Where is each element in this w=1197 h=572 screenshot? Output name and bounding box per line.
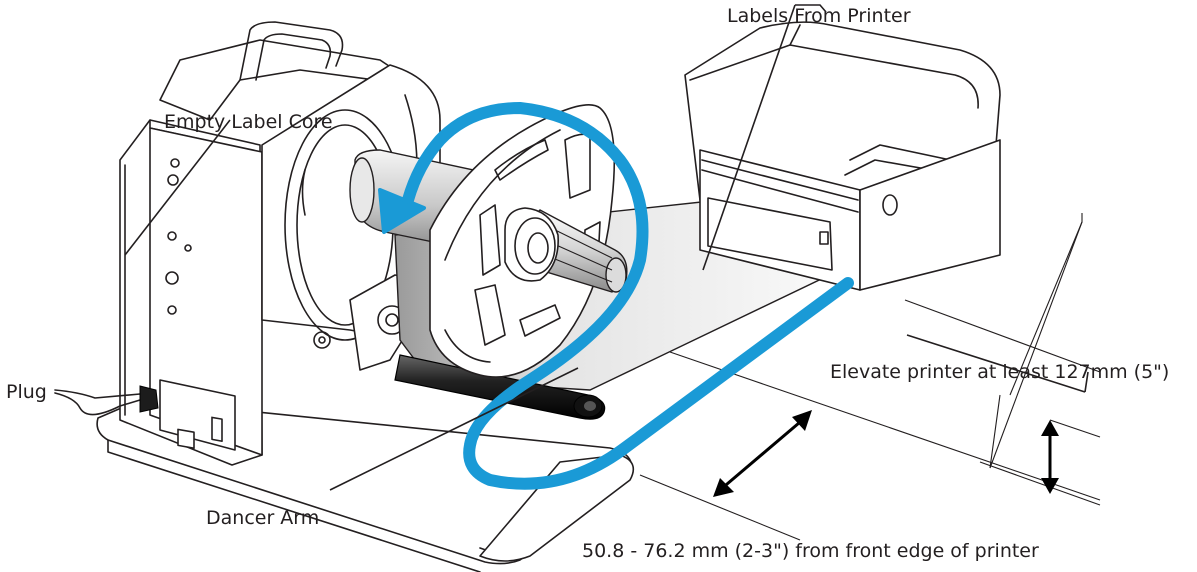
front-distance-arrow <box>713 410 812 497</box>
double-arrow-icon <box>713 478 734 497</box>
labels-from-printer-label: Labels From Printer <box>727 5 911 27</box>
dancer-roller <box>394 354 606 420</box>
dancer-arm-label: Dancer Arm <box>206 507 319 529</box>
front-edge-distance-label: 50.8 - 76.2 mm (2-3") from front edge of… <box>582 540 1039 562</box>
rewinder-body <box>119 21 441 466</box>
elevation-arrow <box>1041 420 1059 494</box>
callout-labels: Labels From Printer Empty Label Core Ele… <box>6 5 1169 562</box>
elevate-printer-label: Elevate printer at least 127mm (5") <box>830 361 1169 383</box>
power-switch-icon <box>177 428 195 450</box>
label-path-arrow <box>378 102 854 490</box>
curved-arrow-icon <box>402 102 854 490</box>
power-plug <box>54 385 159 416</box>
rewind-spindle <box>349 104 628 378</box>
label-printer <box>684 21 1001 291</box>
direction-switch-icon <box>211 416 223 442</box>
floor-guide-lines <box>639 213 1101 541</box>
empty-label-core-label: Empty Label Core <box>164 111 333 133</box>
plug-label: Plug <box>6 381 47 403</box>
leader-lines <box>124 4 1089 491</box>
